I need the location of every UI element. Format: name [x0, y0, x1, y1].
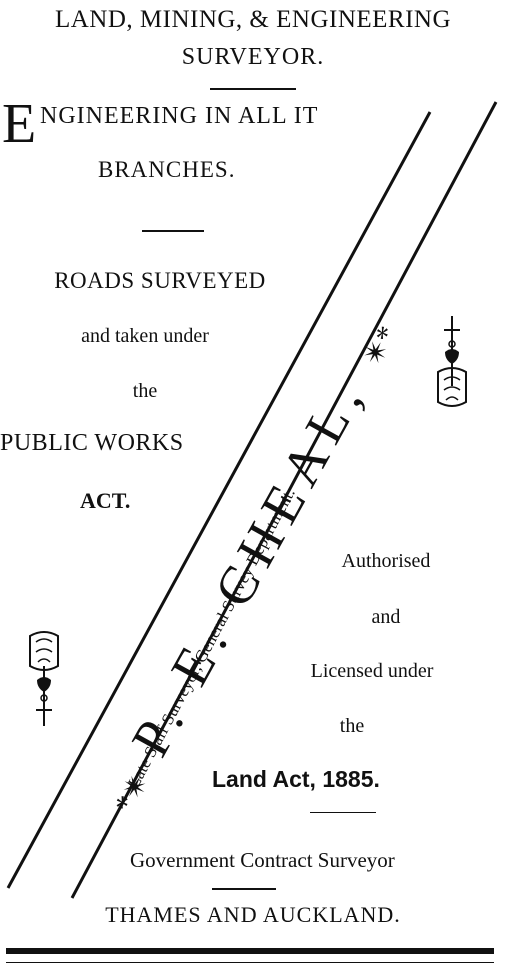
engineering-line-2: BRANCHES.: [98, 157, 236, 182]
authorised-line-4: the: [339, 715, 365, 737]
footer-rule-thick: [6, 948, 494, 954]
ornament-left-icon: [29, 631, 59, 726]
engineering-line-1: NGINEERING IN ALL IT: [40, 103, 319, 129]
roads-line-3: the: [132, 380, 158, 402]
ornament-right-icon: [437, 316, 467, 407]
authorised-divider: [310, 812, 376, 813]
footer-contract: Government Contract Surveyor: [130, 848, 395, 872]
authorised-line-3: Licensed under: [310, 660, 434, 682]
band-line-top: [6, 111, 432, 889]
roads-line-1: ROADS SURVEYED: [54, 268, 266, 293]
header-divider: [210, 88, 296, 90]
engineering-dropcap: E: [2, 93, 37, 155]
roads-line-2: and taken under: [81, 325, 209, 347]
authorised-line-2: and: [371, 606, 401, 628]
footer-divider: [212, 888, 276, 890]
header-line-1: LAND, MINING, & ENGINEERING: [54, 6, 452, 33]
roads-line-5: ACT.: [80, 488, 131, 513]
footer-location: THAMES AND AUCKLAND.: [105, 902, 401, 927]
roads-line-4: PUBLIC WORKS: [0, 430, 184, 456]
footer-rule-thin: [6, 962, 494, 963]
engineering-divider: [142, 230, 204, 232]
header-line-2: SURVEYOR.: [181, 44, 325, 70]
band-line-bottom: [70, 101, 498, 899]
authorised-line-5: Land Act, 1885.: [212, 766, 380, 792]
authorised-line-1: Authorised: [341, 550, 431, 572]
